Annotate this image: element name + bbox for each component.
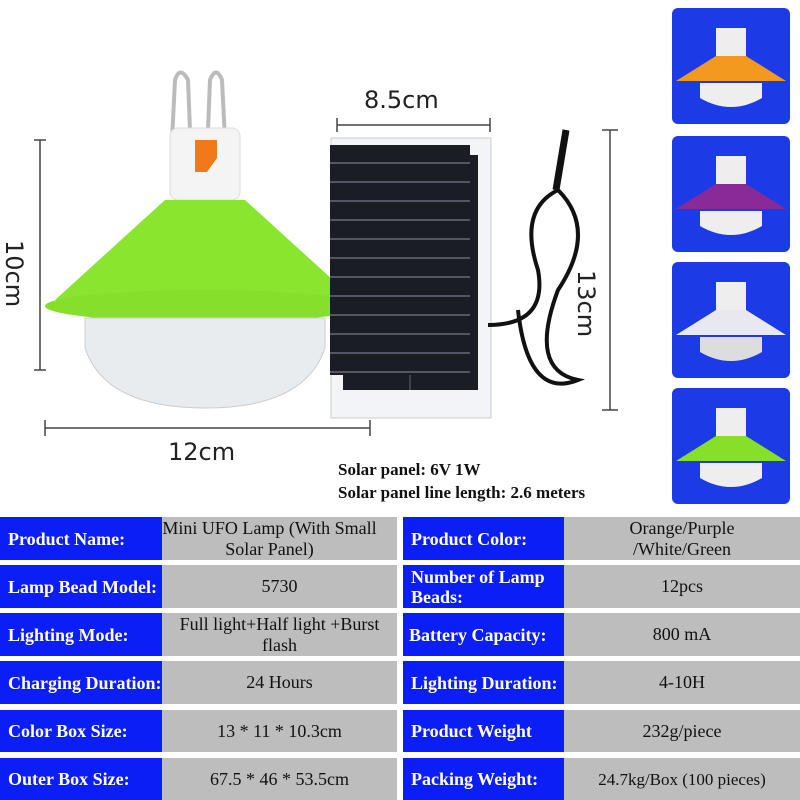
spec-value: Mini UFO Lamp (With Small Solar Panel) xyxy=(162,517,397,560)
spec-value: 24 Hours xyxy=(162,661,397,704)
spec-label: Product Weight xyxy=(403,710,564,752)
spec-label: Lamp Bead Model: xyxy=(0,565,162,608)
spec-value: Full light+Half light +Burst flash xyxy=(162,613,397,656)
spec-value: 800 mA xyxy=(564,613,800,656)
spec-label: Number of Lamp Beads: xyxy=(403,565,564,608)
variant-orange[interactable] xyxy=(672,8,790,124)
spec-value: 67.5 * 46 * 53.5cm xyxy=(162,758,397,800)
spec-value: 24.7kg/Box (100 pieces) xyxy=(564,758,800,800)
spec-label: Battery Capacity: xyxy=(403,613,564,656)
line-length-spec: Solar panel line length: 2.6 meters xyxy=(338,483,586,502)
variant-green[interactable] xyxy=(672,388,790,504)
spec-label: Outer Box Size: xyxy=(0,758,162,800)
spec-value: 232g/piece xyxy=(564,710,800,752)
panel-width-label: 8.5cm xyxy=(364,86,439,114)
solar-spec: Solar panel: 6V 1W xyxy=(338,460,481,479)
spec-label: Packing Weight: xyxy=(403,758,564,800)
spec-value: Orange/Purple /White/Green xyxy=(564,517,800,560)
spec-label: Lighting Mode: xyxy=(0,613,162,656)
spec-label: Lighting Duration: xyxy=(403,661,564,704)
spec-value: 4-10H xyxy=(564,661,800,704)
spec-label: Charging Duration: xyxy=(0,661,162,704)
spec-label: Product Color: xyxy=(403,517,564,560)
green-lamp-image xyxy=(45,70,365,409)
lamp-width-label: 12cm xyxy=(168,438,236,466)
variant-purple[interactable] xyxy=(672,136,790,252)
spec-value: 5730 xyxy=(162,565,397,608)
lamp-height-label: 10cm xyxy=(0,240,28,308)
spec-label: Color Box Size: xyxy=(0,710,162,752)
panel-height-label: 13cm xyxy=(572,270,600,338)
spec-value: 12pcs xyxy=(564,565,800,608)
spec-label: Product Name: xyxy=(0,517,162,560)
dimension-lines xyxy=(34,118,618,436)
spec-value: 13 * 11 * 10.3cm xyxy=(162,710,397,752)
variant-white[interactable] xyxy=(672,262,790,378)
